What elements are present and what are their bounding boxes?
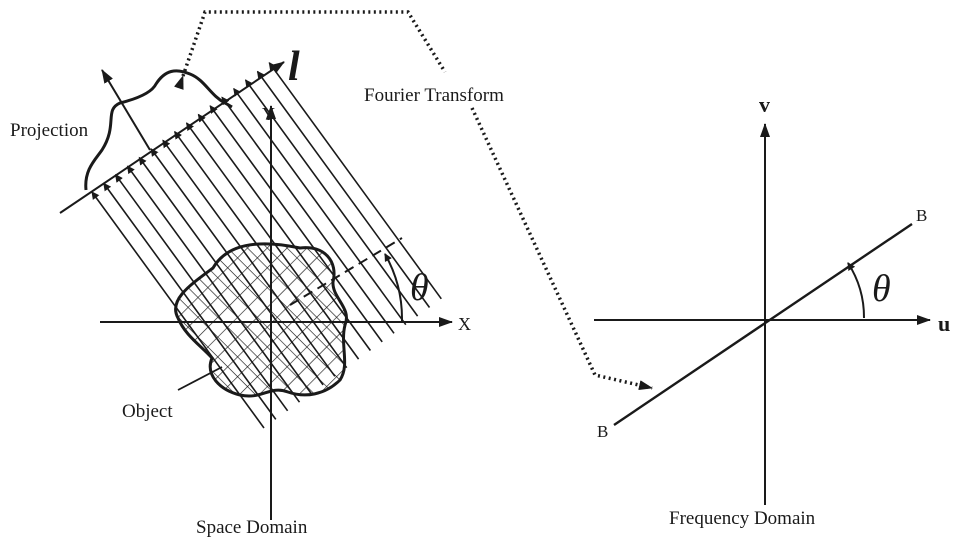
angle-reference-line [289, 237, 403, 306]
fourier-link: Fourier Transform [174, 10, 653, 390]
frequency-line-bb [613, 223, 913, 426]
projection-ray [256, 70, 431, 308]
v-axis-label: v [759, 92, 770, 117]
fourier-link-top [174, 10, 447, 90]
projection-axis [59, 61, 285, 214]
b-label-top: B [916, 206, 927, 225]
frequency-domain-caption: Frequency Domain [669, 508, 816, 529]
frequency-angle-label: θ [872, 268, 891, 310]
projection-ray [233, 87, 407, 326]
object-pointer [177, 366, 223, 391]
u-axis-label: u [938, 311, 950, 336]
angle-arc [384, 253, 404, 322]
space-domain-caption: Space Domain [196, 517, 308, 538]
projection-ray [244, 79, 419, 317]
frequency-domain-panel: θ v u B B Frequency Domain [594, 92, 950, 529]
fourier-transform-label: Fourier Transform [364, 85, 504, 106]
b-label-bottom: B [597, 422, 608, 441]
perpendicular-axis [101, 69, 151, 151]
x-axis-label: X [458, 314, 471, 334]
projection-label: Projection [10, 120, 89, 141]
projection-axis-label: l [288, 44, 300, 90]
fourier-link-bottom [470, 107, 653, 390]
projection-ray [221, 96, 395, 334]
object-shape [174, 242, 348, 398]
frequency-angle-arc [847, 262, 866, 319]
space-domain-panel: θ l Projection Y X Object Space Domain [10, 44, 471, 538]
y-axis-label: Y [262, 104, 275, 124]
projection-ray [209, 105, 383, 343]
projection-ray [268, 61, 442, 300]
object-label: Object [122, 401, 173, 422]
space-angle-label: θ [410, 267, 429, 309]
projection-profile [84, 69, 233, 191]
